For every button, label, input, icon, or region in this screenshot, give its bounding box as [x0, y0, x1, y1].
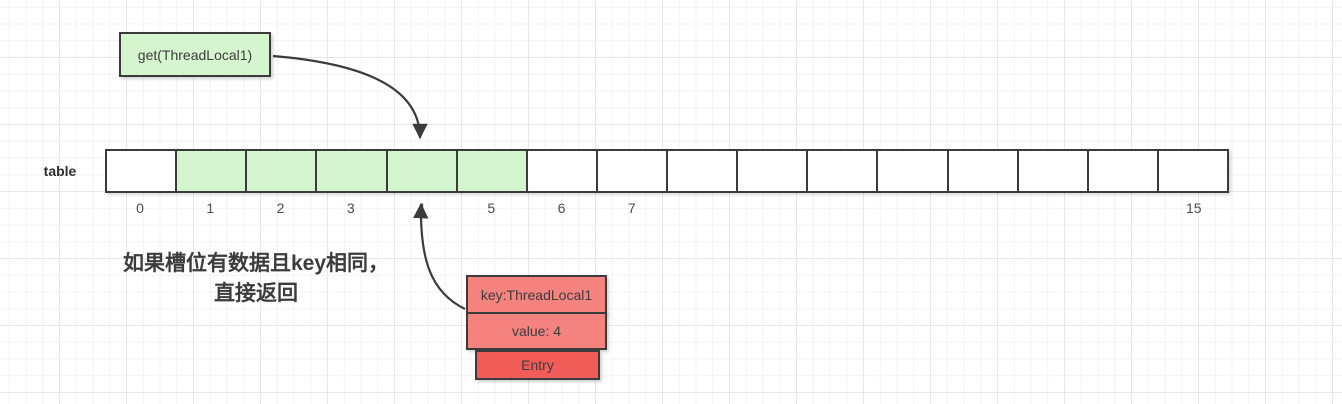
table-cell-1: [177, 151, 248, 191]
cell-index-label-3: 3: [346, 200, 355, 216]
cell-index-label-0: 0: [136, 200, 144, 216]
cell-index-label-6: 6: [557, 200, 566, 216]
table-cell-14: [1088, 151, 1159, 191]
table-cell-8: [668, 151, 739, 191]
get-call-box: get(ThreadLocal1): [119, 32, 271, 77]
table-cell-11: [878, 151, 949, 191]
note-line-2: 直接返回: [214, 282, 298, 305]
note-text: 如果槽位有数据且key相同， 直接返回: [110, 249, 402, 309]
entry-title-box: Entry: [475, 350, 600, 380]
cell-index-label-15: 15: [1185, 200, 1202, 216]
cell-index-label-5: 5: [487, 200, 496, 216]
table-row: [105, 149, 1229, 193]
table-cell-4: [387, 151, 458, 191]
table-cell-15: [1158, 151, 1227, 191]
cell-index-label-4: 4: [417, 200, 425, 216]
table-cell-13: [1018, 151, 1089, 191]
arrow-get-to-slot4: [272, 54, 428, 140]
cell-index-label-7: 7: [627, 200, 636, 216]
table-cell-5: [457, 151, 528, 191]
table-cell-6: [527, 151, 598, 191]
table-label: table: [43, 163, 77, 179]
get-call-label: get(ThreadLocal1): [137, 46, 253, 63]
entry-title-label: Entry: [521, 357, 554, 373]
table-cell-3: [317, 151, 388, 191]
table-cell-0: [107, 151, 178, 191]
entry-value-label: value: 4: [511, 323, 562, 339]
entry-value-box: value: 4: [466, 312, 607, 350]
index-labels: 0 1 2 3 4 5 6 7 15: [0, 200, 1342, 220]
note-line-1: 如果槽位有数据且key相同，: [122, 252, 390, 275]
table-cell-7: [597, 151, 668, 191]
cell-index-label-2: 2: [276, 200, 285, 216]
entry-key-box: key:ThreadLocal1: [466, 275, 607, 314]
cell-index-label-1: 1: [206, 200, 215, 216]
table-cell-9: [738, 151, 809, 191]
table-cell-10: [808, 151, 879, 191]
table-cell-2: [247, 151, 318, 191]
table-cell-12: [948, 151, 1019, 191]
entry-key-label: key:ThreadLocal1: [480, 286, 593, 303]
